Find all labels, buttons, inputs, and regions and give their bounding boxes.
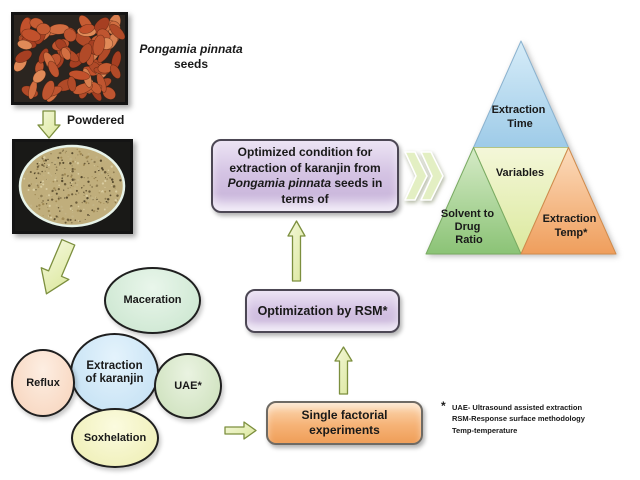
ellipse-uae: UAE* bbox=[154, 353, 222, 419]
pyramid-top-label: Extraction Time bbox=[492, 104, 549, 130]
rsm-box: Optimization by RSM* bbox=[245, 289, 400, 333]
right-arrow-icon bbox=[224, 421, 257, 440]
species-seeds-text: seeds bbox=[173, 57, 209, 71]
down-arrow-icon bbox=[37, 110, 61, 139]
optimized-text-2: seeds in terms of bbox=[281, 176, 383, 206]
factorial-box: Single factorial experiments bbox=[266, 401, 423, 445]
ellipse-extraction-center: Extraction of karanjin bbox=[70, 333, 159, 413]
ellipse-soxhelation: Soxhelation bbox=[71, 408, 159, 468]
footnote-line-1: UAE- Ultrasound assisted extraction bbox=[452, 403, 583, 412]
up-arrow-lower-icon bbox=[334, 346, 353, 395]
ellipse-reflux: Reflux bbox=[11, 349, 75, 417]
seeds-photo-image bbox=[11, 12, 128, 105]
footnote-line-2: RSM-Response surface methodology bbox=[452, 414, 585, 424]
optimized-box: Optimized condition for extraction of ka… bbox=[211, 139, 399, 213]
pyramid-right-label: Extraction Temp* bbox=[543, 213, 600, 239]
footnote-marker: * bbox=[441, 399, 446, 413]
extraction-karanjin-label: Extraction of karanjin bbox=[85, 360, 144, 385]
optimized-text-italic: Pongamia pinnata bbox=[227, 176, 331, 190]
diagonal-arrow-icon bbox=[40, 238, 76, 295]
powder-photo-image bbox=[12, 139, 133, 234]
soxhelation-label: Soxhelation bbox=[83, 431, 147, 444]
species-name-text: Pongamia pinnata bbox=[139, 42, 243, 56]
ellipse-maceration: Maceration bbox=[104, 267, 201, 334]
pyramid-middle-label: Variables bbox=[496, 167, 544, 179]
pyramid-left-label: Solvent to Drug Ratio bbox=[441, 208, 497, 246]
rsm-label: Optimization by RSM* bbox=[257, 304, 388, 318]
reflux-label: Reflux bbox=[26, 376, 60, 389]
footnote-line-3: Temp-temperature bbox=[452, 425, 518, 435]
footnote: * UAE- Ultrasound assisted extraction RS… bbox=[441, 399, 621, 436]
pyramid-right-section bbox=[520, 147, 617, 255]
pyramid-diagram: Extraction Time Variables Solvent to Dru… bbox=[425, 40, 617, 255]
factorial-label: Single factorial experiments bbox=[301, 408, 388, 437]
optimized-label: Optimized condition for extraction of ka… bbox=[221, 145, 389, 207]
double-chevron-icon bbox=[404, 151, 444, 201]
optimized-text-1: Optimized condition for extraction of ka… bbox=[229, 145, 381, 175]
powdered-label: Powdered bbox=[67, 113, 125, 127]
uae-label: UAE* bbox=[174, 379, 202, 392]
powder-texture bbox=[23, 148, 122, 224]
pyramid-top-section bbox=[473, 40, 569, 148]
up-arrow-upper-icon bbox=[287, 220, 306, 282]
pyramid-left-section bbox=[425, 147, 522, 255]
seeds-texture bbox=[14, 15, 125, 102]
species-label: Pongamia pinnata seeds bbox=[131, 42, 251, 72]
maceration-label: Maceration bbox=[123, 294, 182, 306]
